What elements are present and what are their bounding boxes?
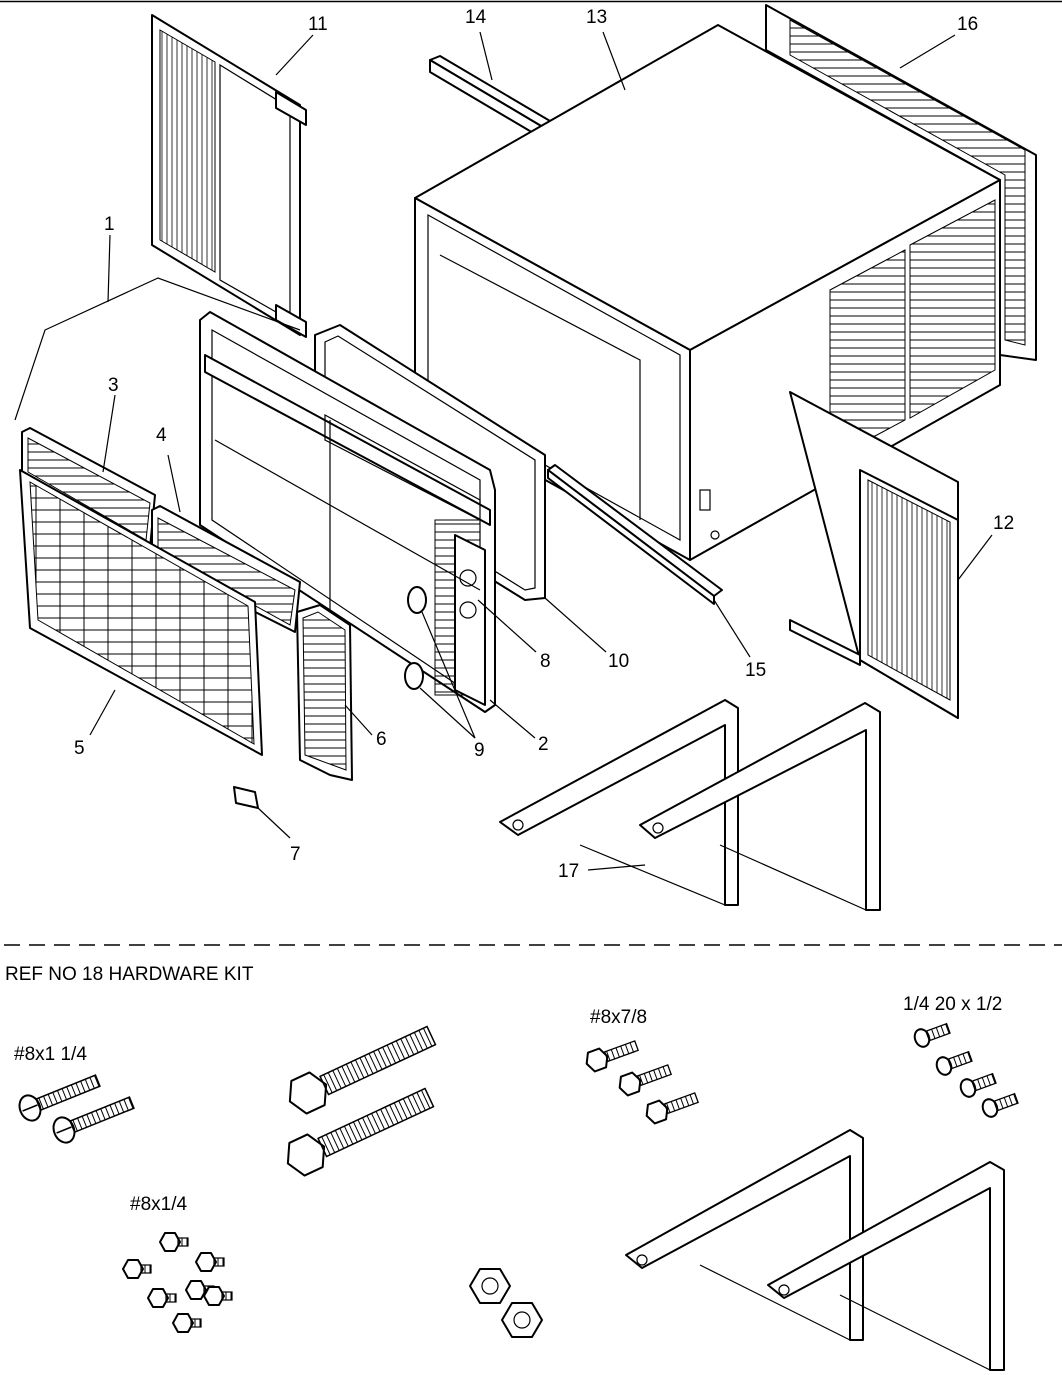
- callout-17: 17: [558, 861, 579, 882]
- front-grille: [19, 469, 263, 756]
- callout-8: 8: [540, 651, 551, 672]
- label-screw-8x1-4: #8x1/4: [130, 1194, 187, 1215]
- bolts-1-4-20x1-2: [913, 1022, 1019, 1118]
- label-bolt-1-4-20x1-2: 1/4 20 x 1/2: [903, 994, 1002, 1015]
- clip: [233, 786, 259, 809]
- callout-2: 2: [538, 734, 549, 755]
- callout-1: 1: [104, 214, 115, 235]
- support-bracket-upper: [499, 699, 881, 911]
- hex-bolts-large: [286, 1025, 437, 1177]
- side-curtain-left: [151, 14, 307, 338]
- screws-8x7-8: [585, 1040, 700, 1125]
- hex-nuts: [469, 1268, 543, 1338]
- bottom-rail: [547, 464, 723, 605]
- label-screw-8x7-8: #8x7/8: [590, 1007, 647, 1028]
- side-louver: [296, 604, 353, 781]
- callout-4: 4: [156, 425, 167, 446]
- callout-13: 13: [586, 7, 607, 28]
- callout-labels: 1 2 3 4 5 6 7 8 9 10 11 12 13 14 15 16 1…: [74, 7, 1014, 882]
- callout-6: 6: [376, 729, 387, 750]
- control-knobs: [404, 586, 427, 690]
- cabinet: [414, 24, 1001, 561]
- leader-lines: [14, 31, 993, 871]
- callout-12: 12: [993, 513, 1014, 534]
- support-bracket-lower: [625, 1129, 1005, 1371]
- side-curtain-right: [789, 391, 959, 719]
- callout-5: 5: [74, 738, 85, 759]
- callout-16: 16: [957, 14, 978, 35]
- callout-14: 14: [465, 7, 487, 28]
- callout-7: 7: [290, 844, 301, 865]
- callout-10: 10: [608, 651, 629, 672]
- hardware-kit-heading: REF NO 18 HARDWARE KIT: [5, 964, 254, 985]
- screws-8x1-4: [122, 1232, 233, 1333]
- screws-8x1-1-4: [18, 1074, 135, 1144]
- callout-3: 3: [108, 375, 119, 396]
- label-screw-8x1-1-4: #8x1 1/4: [14, 1044, 87, 1065]
- callout-15: 15: [745, 660, 766, 681]
- callout-11: 11: [308, 14, 328, 35]
- callout-9: 9: [474, 740, 485, 761]
